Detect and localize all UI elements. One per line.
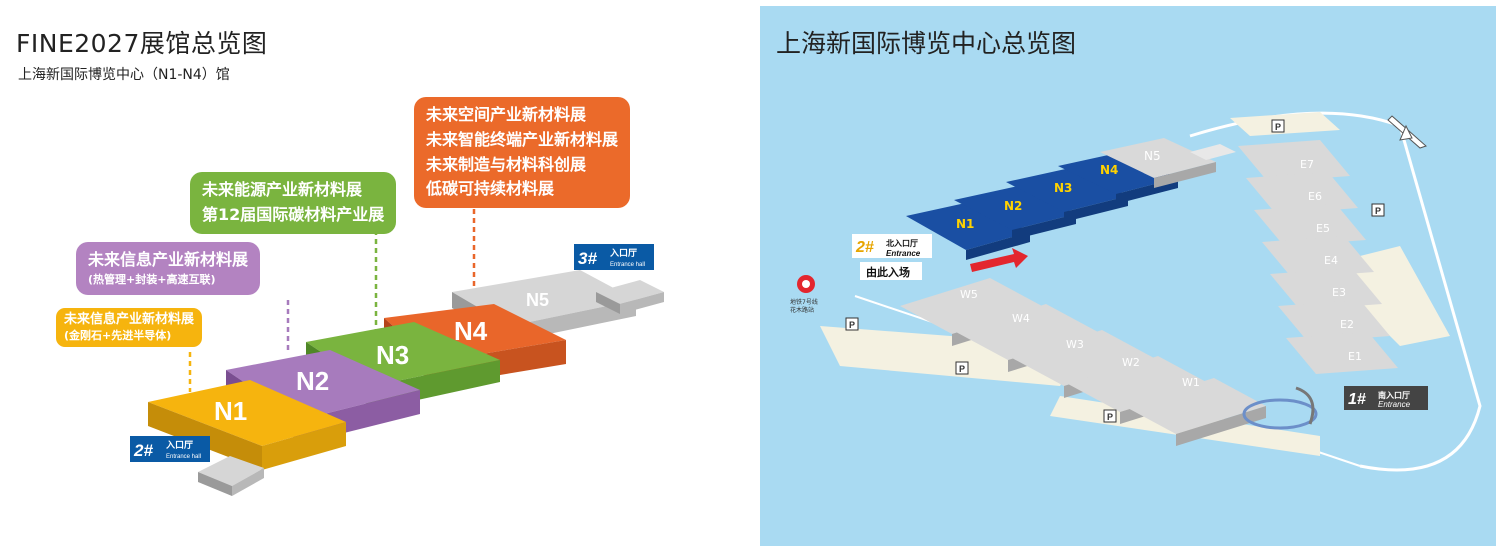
svg-text:W1: W1 <box>1182 376 1200 389</box>
venue-map: N1 N2 N3 N4 N5 E7 E6 E5 E4 E3 E2 E1 <box>790 111 1482 472</box>
callout-n4-line2: 未来智能终端产业新材料展 <box>426 129 619 149</box>
map-hall-n3: N3 <box>1054 181 1072 195</box>
svg-text:Entrance hall: Entrance hall <box>610 262 645 268</box>
svg-text:E6: E6 <box>1308 190 1322 203</box>
svg-text:P: P <box>849 320 855 330</box>
svg-text:Entrance: Entrance <box>886 249 921 258</box>
metro-icon: 地铁7号线 花木路站 <box>790 275 818 314</box>
callout-n3-line2: 第12届国际碳材料产业展 <box>202 204 385 224</box>
svg-text:W2: W2 <box>1122 356 1140 369</box>
svg-text:由此入场: 由此入场 <box>866 265 910 279</box>
svg-text:入口厅: 入口厅 <box>609 248 637 259</box>
left-subtitle: 上海新国际博览中心（N1-N4）馆 <box>18 67 230 83</box>
svg-text:E5: E5 <box>1316 222 1330 235</box>
callout-n1: 未来信息产业新材料展 (金刚石+先进半导体) <box>56 308 203 348</box>
hall-label-n5: N5 <box>526 290 549 310</box>
svg-text:W3: W3 <box>1066 338 1084 351</box>
callout-n2-line1: 未来信息产业新材料展 <box>88 250 249 269</box>
svg-text:入口厅: 入口厅 <box>165 440 193 451</box>
svg-text:E7: E7 <box>1300 158 1314 171</box>
callout-n4: 未来空间产业新材料展 未来智能终端产业新材料展 未来制造与材料科创展 低碳可持续… <box>414 97 631 209</box>
entrance-3-badge: 3# 入口厅 Entrance hall <box>574 244 654 270</box>
callout-n4-line1: 未来空间产业新材料展 <box>426 105 587 124</box>
callout-n3-line1: 未来能源产业新材料展 <box>202 180 363 199</box>
svg-text:Entrance hall: Entrance hall <box>166 454 201 460</box>
svg-text:地铁7号线: 地铁7号线 <box>790 298 818 306</box>
callout-n1-line1: 未来信息产业新材料展 <box>64 312 195 327</box>
svg-text:2#: 2# <box>855 239 874 256</box>
svg-text:3#: 3# <box>578 249 597 268</box>
left-panel: FINE2027展馆总览图 上海新国际博览中心（N1-N4）馆 <box>0 0 740 551</box>
svg-text:E4: E4 <box>1324 254 1338 267</box>
callout-n4-line4: 低碳可持续材料展 <box>426 179 555 199</box>
entrance-2-badge: 2# 入口厅 Entrance hall <box>130 436 210 462</box>
left-title: FINE2027展馆总览图 <box>16 29 268 58</box>
hall-layout-diagram: N1 N2 N3 N4 N5 2# 入口厅 Entrance hall 3# 入… <box>130 200 664 496</box>
svg-text:P: P <box>1107 412 1113 422</box>
svg-text:P: P <box>1275 122 1281 132</box>
callout-n2-line2: (热管理+封装+高速互联) <box>88 273 216 286</box>
map-hall-n5: N5 <box>1144 149 1161 163</box>
svg-text:北入口厅: 北入口厅 <box>886 238 918 248</box>
map-entrance-2-badge: 2# 北入口厅 Entrance 由此入场 <box>852 234 932 280</box>
compass-plane-icon <box>1387 115 1427 149</box>
svg-text:E2: E2 <box>1340 318 1354 331</box>
hall-label-n2: N2 <box>296 366 329 396</box>
map-hall-n4: N4 <box>1100 163 1118 177</box>
map-entrance-1-badge: 1# 南入口厅 Entrance <box>1344 386 1428 410</box>
entry-arrow <box>970 248 1028 272</box>
svg-text:E3: E3 <box>1332 286 1346 299</box>
map-hall-n2: N2 <box>1004 199 1022 213</box>
svg-text:南入口厅: 南入口厅 <box>1378 390 1410 400</box>
right-title: 上海新国际博览中心总览图 <box>776 29 1077 58</box>
svg-text:P: P <box>1375 206 1381 216</box>
hall-label-n4: N4 <box>454 316 488 346</box>
svg-text:P: P <box>959 364 965 374</box>
east-halls: E7 E6 E5 E4 E3 E2 E1 <box>1238 140 1398 374</box>
svg-text:Entrance: Entrance <box>1378 400 1411 409</box>
hall-label-n3: N3 <box>376 340 409 370</box>
callout-n4-line3: 未来制造与材料科创展 <box>426 154 587 174</box>
callout-n1-line2: (金刚石+先进半导体) <box>64 328 172 342</box>
svg-text:2#: 2# <box>133 441 153 460</box>
hall-label-n1: N1 <box>214 396 247 426</box>
svg-text:花木路站: 花木路站 <box>790 306 814 314</box>
west-halls: W5 W4 W3 W2 W1 <box>900 278 1266 446</box>
parking-markers: P P P P P <box>845 119 1385 423</box>
callout-n2: 未来信息产业新材料展 (热管理+封装+高速互联) <box>76 242 261 295</box>
svg-text:1#: 1# <box>1348 391 1366 408</box>
map-hall-n1: N1 <box>956 217 974 231</box>
callout-n3: 未来能源产业新材料展 第12届国际碳材料产业展 <box>190 172 397 234</box>
svg-text:E1: E1 <box>1348 350 1362 363</box>
svg-text:W4: W4 <box>1012 312 1030 325</box>
svg-text:W5: W5 <box>960 288 978 301</box>
right-panel: 上海新国际博览中心总览图 N1 N2 N3 N4 N5 <box>760 6 1496 546</box>
